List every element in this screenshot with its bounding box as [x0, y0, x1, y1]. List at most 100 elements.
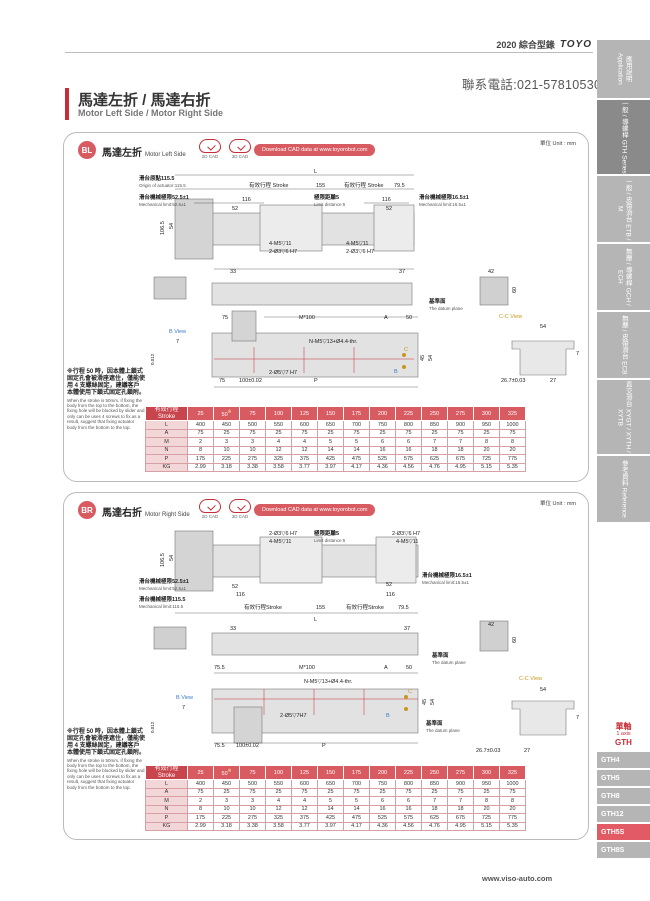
tab-gth12[interactable]: GTH12 — [597, 806, 650, 824]
stroke-value: 175 — [351, 410, 362, 417]
table-cell: 725 — [473, 813, 500, 823]
br-0012: 0.012 — [150, 721, 155, 733]
table-cell: 325 — [265, 813, 292, 823]
table-cell: 4 — [265, 437, 292, 447]
br-origin-en: Mechanical limit:115.5 — [139, 604, 184, 609]
bl-2d-cad-label: 2D CAD — [201, 154, 219, 159]
table-cell: 75 — [447, 787, 474, 797]
table-cell: 1000 — [499, 779, 526, 789]
br-3d-cad-label: 3D CAD — [231, 514, 249, 519]
br-C: C — [408, 689, 412, 695]
table-cell: 225 — [213, 813, 240, 823]
br-116b: 116 — [386, 592, 395, 598]
tab-etb[interactable]: 一般 / 皮帶滑台 ETB / M — [597, 176, 650, 244]
br-54b: 54 — [430, 699, 436, 705]
br-52b: 52 — [386, 582, 392, 588]
stroke-value: 150 — [325, 769, 336, 776]
table-cell: 8 — [499, 437, 526, 447]
bl-mech1-en: Mechanical limit:52.5±1 — [139, 202, 186, 207]
bl-2d-cad[interactable]: 2D CAD — [196, 139, 224, 159]
table-cell: 25 — [473, 428, 500, 438]
table-cell: 75 — [447, 428, 474, 438]
bl-0012: 0.012 — [150, 353, 155, 365]
br-origin: 滑台機械極限115.5 — [139, 595, 185, 603]
bl-bview: B View — [169, 329, 186, 335]
bl-m5a: 4-M5▽11 — [269, 241, 291, 247]
bl-100: 100±0.02 — [239, 378, 262, 384]
bl-A: A — [384, 315, 388, 321]
table-cell: 4.36 — [369, 821, 396, 831]
tab-application[interactable]: 應用說明 Application — [597, 40, 650, 100]
stroke-col-header: 150 — [317, 406, 344, 421]
br-54c: 54 — [540, 687, 546, 693]
table-cell: 625 — [421, 454, 448, 464]
table-cell: 625 — [421, 813, 448, 823]
bl-h6a: 2-Ø3▽6 H7 — [269, 249, 297, 255]
br-download-link[interactable]: Download CAD data at www.toyorobot.com — [254, 504, 376, 516]
table-cell: 450 — [213, 779, 240, 789]
bl-P: P — [314, 378, 318, 384]
bl-download-link[interactable]: Download CAD data at www.toyorobot.com — [254, 144, 376, 156]
table-cell: 3 — [213, 796, 240, 806]
table-cell: 1000 — [499, 420, 526, 430]
page-subtitle: Motor Left Side / Motor Right Side — [78, 108, 223, 118]
br-3d-cad[interactable]: 3D CAD — [226, 499, 254, 519]
br-2d-cad[interactable]: 2D CAD — [196, 499, 224, 519]
cloud-download-icon — [199, 139, 221, 153]
tab-gth5s[interactable]: GTH5S — [597, 824, 650, 842]
stroke-col-header: 75 — [239, 406, 266, 421]
tab-gth8s[interactable]: GTH8S — [597, 842, 650, 860]
model-tabs: GTH4 GTH5 GTH8 GTH12 GTH5S GTH8S — [597, 752, 650, 860]
table-cell: 275 — [239, 454, 266, 464]
stroke-col-header: 50※ — [213, 765, 240, 780]
stroke-value: 100 — [273, 769, 284, 776]
tab-gth4[interactable]: GTH4 — [597, 752, 650, 770]
tab-gth5[interactable]: GTH5 — [597, 770, 650, 788]
table-cell: 18 — [421, 445, 448, 455]
table-cell: 3.97 — [317, 462, 344, 472]
table-cell: 20 — [499, 445, 526, 455]
table-cell: 4 — [291, 437, 318, 447]
bl-60: 60 — [512, 287, 518, 293]
br-m5a: 4-M5▽11 — [269, 539, 291, 545]
row-key: KG — [145, 821, 188, 831]
br-h6a: 2-Ø3▽6 H7 — [269, 531, 297, 537]
table-cell: 3.58 — [265, 462, 292, 472]
tab-xy[interactable]: 直交滑台 XYGT / XYTH / XYTB — [597, 380, 650, 456]
bl-54c: 54 — [540, 324, 546, 330]
table-cell: 225 — [213, 454, 240, 464]
bl-3d-cad-label: 3D CAD — [231, 154, 249, 159]
table-cell: 6 — [369, 796, 396, 806]
table-cell: 800 — [395, 779, 422, 789]
br-45: 45 — [422, 699, 428, 705]
stroke-value: 250 — [429, 769, 440, 776]
table-cell: 3 — [239, 437, 266, 447]
stroke-col-header: 225 — [395, 406, 422, 421]
table-cell: 10 — [213, 804, 240, 814]
tab-gth-series[interactable]: 一般 / 導螺桿 GTH Series — [597, 100, 650, 176]
stroke-col-header: 175 — [343, 765, 370, 780]
br-section-marker-2 — [404, 707, 408, 711]
table-cell: 600 — [291, 779, 318, 789]
br-body-side — [211, 632, 419, 656]
br-116a: 116 — [236, 592, 245, 598]
table-cell: 25 — [213, 428, 240, 438]
br-mech2-en: Mechanical limit:16.5±1 — [422, 580, 469, 585]
br-unit: 單位 Unit : mm — [539, 501, 576, 507]
tab-ecb[interactable]: 無塵 / 皮帶滑台 ECB — [597, 312, 650, 380]
bl-3d-cad[interactable]: 3D CAD — [226, 139, 254, 159]
br-L: L — [314, 617, 317, 623]
table-cell: 75 — [239, 428, 266, 438]
table-cell: 375 — [291, 813, 318, 823]
br-stroke2: 有效行程Stroke — [346, 603, 384, 611]
tab-gch-ech[interactable]: 無塵 / 導螺桿 GCH / ECH — [597, 244, 650, 312]
tab-reference[interactable]: 參考資料 Reference — [597, 456, 650, 524]
tab-gth8[interactable]: GTH8 — [597, 788, 650, 806]
